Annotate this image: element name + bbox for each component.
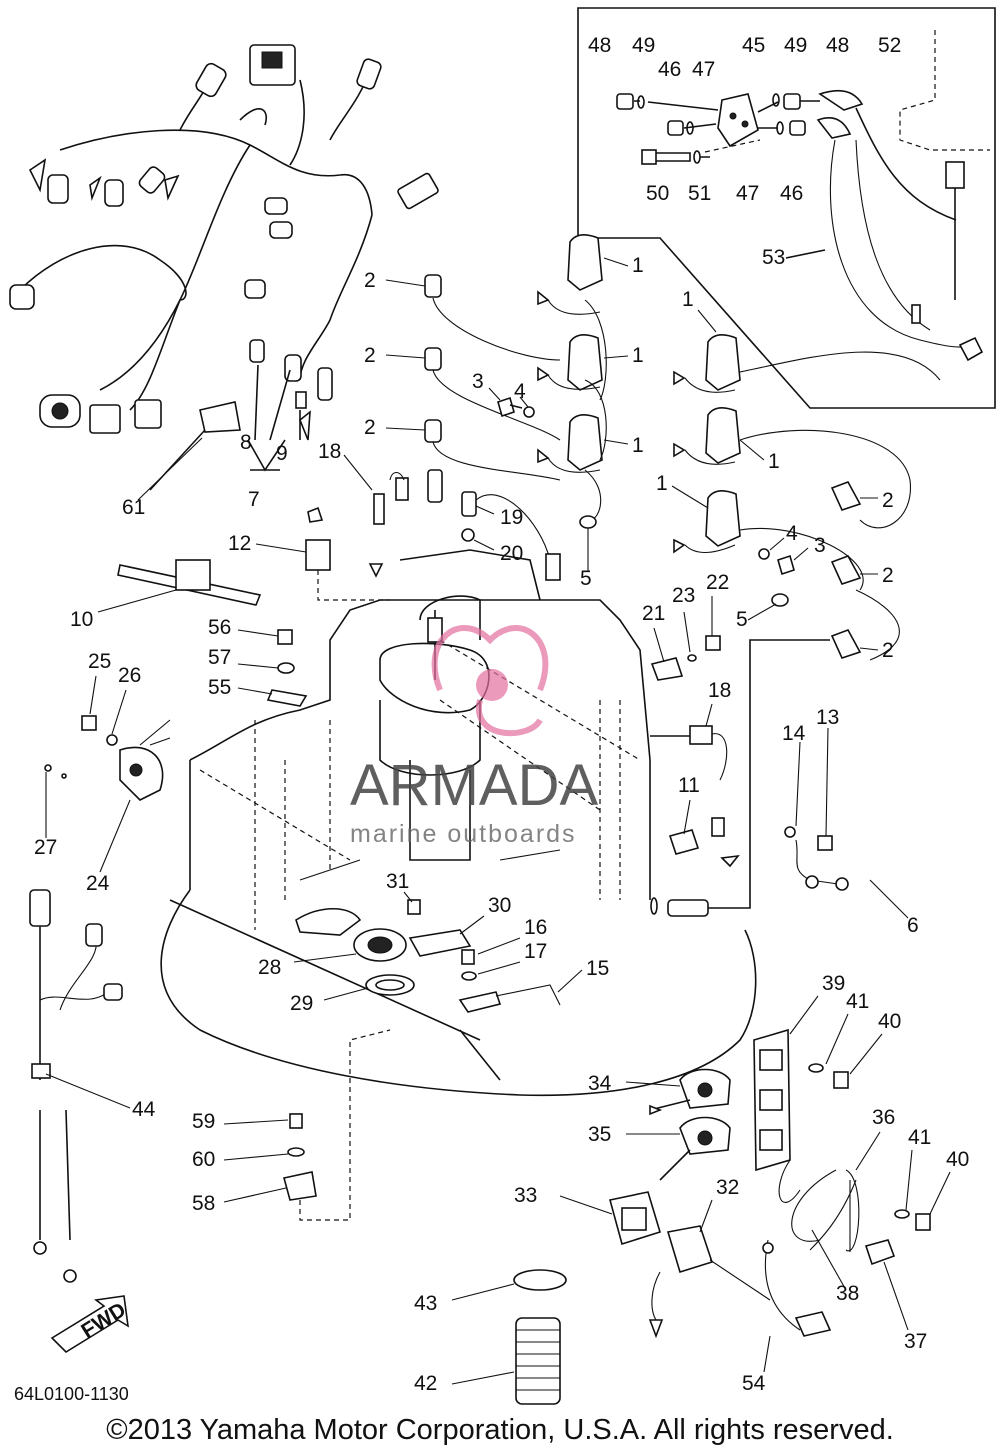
part-label-55: 55 — [208, 676, 231, 699]
part-label-46: 46 — [780, 182, 803, 205]
part-label-40: 40 — [878, 1010, 901, 1033]
part-label-53: 53 — [762, 246, 785, 269]
part-label-1: 1 — [632, 434, 644, 457]
part-label-40: 40 — [946, 1148, 969, 1171]
part-label-23: 23 — [672, 584, 695, 607]
part-label-29: 29 — [290, 992, 313, 1015]
part-label-45: 45 — [742, 34, 765, 57]
watermark-tagline: marine outboards — [350, 820, 577, 848]
part-labels: 1 1 1 1 1 1 2 2 2 2 2 2 3 3 4 4 5 5 6 7 … — [34, 34, 969, 1395]
part-label-57: 57 — [208, 646, 231, 669]
part-label-58: 58 — [192, 1192, 215, 1215]
part-label-2: 2 — [882, 489, 894, 512]
fwd-arrow: FWD — [50, 1295, 130, 1354]
part-label-3: 3 — [814, 534, 826, 557]
part-label-14: 14 — [782, 722, 806, 745]
part-label-17: 17 — [524, 940, 547, 963]
wiring-harness — [9, 44, 439, 491]
part-label-2: 2 — [882, 564, 894, 587]
part-label-16: 16 — [524, 916, 547, 939]
part-label-4: 4 — [514, 380, 526, 403]
part-label-42: 42 — [414, 1372, 437, 1395]
part-label-34: 34 — [588, 1072, 612, 1095]
part-label-18: 18 — [318, 440, 341, 463]
part-label-20: 20 — [500, 542, 523, 565]
part-label-25: 25 — [88, 650, 111, 673]
part-label-54: 54 — [742, 1372, 766, 1395]
watermark-brand: ARMADA — [350, 753, 598, 818]
part-label-28: 28 — [258, 956, 281, 979]
part-label-49: 49 — [632, 34, 655, 57]
part-label-1: 1 — [632, 344, 644, 367]
part-label-5: 5 — [736, 608, 748, 631]
part-label-43: 43 — [414, 1292, 437, 1315]
part-label-46: 46 — [658, 58, 681, 81]
part-label-47: 47 — [736, 182, 759, 205]
part-label-52: 52 — [878, 34, 901, 57]
part-label-41: 41 — [846, 990, 869, 1013]
part-label-1: 1 — [632, 254, 644, 277]
part-label-26: 26 — [118, 664, 141, 687]
part-label-2: 2 — [364, 269, 376, 292]
part-label-7: 7 — [248, 488, 260, 511]
part-label-8: 8 — [240, 431, 252, 454]
engine-body — [160, 549, 757, 1097]
part-label-60: 60 — [192, 1148, 215, 1171]
part-label-33: 33 — [514, 1184, 537, 1207]
part-label-51: 51 — [688, 182, 711, 205]
part-label-9: 9 — [276, 442, 288, 465]
part-label-21: 21 — [642, 602, 665, 625]
leader-lines — [45, 257, 951, 1385]
misc-parts — [44, 469, 849, 1013]
part-label-31: 31 — [386, 870, 409, 893]
part-label-59: 59 — [192, 1110, 215, 1133]
part-label-39: 39 — [822, 972, 845, 995]
part-label-6: 6 — [907, 914, 919, 937]
part-label-38: 38 — [836, 1282, 859, 1305]
part-label-2: 2 — [364, 416, 376, 439]
part-label-44: 44 — [132, 1098, 156, 1121]
part-label-4: 4 — [786, 522, 798, 545]
part-label-37: 37 — [904, 1330, 927, 1353]
part-label-2: 2 — [882, 639, 894, 662]
part-label-48: 48 — [826, 34, 849, 57]
relay-group — [513, 1028, 931, 1405]
part-label-48: 48 — [588, 34, 611, 57]
document-code: 64L0100-1130 — [14, 1384, 129, 1404]
part-label-19: 19 — [500, 506, 523, 529]
part-label-15: 15 — [586, 957, 609, 980]
part-label-27: 27 — [34, 836, 57, 859]
part-label-56: 56 — [208, 616, 231, 639]
part-label-50: 50 — [646, 182, 669, 205]
cable-44-group — [29, 889, 391, 1283]
part-label-1: 1 — [656, 472, 668, 495]
part-label-61: 61 — [122, 496, 145, 519]
part-label-1: 1 — [768, 450, 780, 473]
part-label-11: 11 — [678, 774, 700, 797]
part-label-32: 32 — [716, 1176, 739, 1199]
part-label-2: 2 — [364, 344, 376, 367]
part-label-10: 10 — [70, 608, 93, 631]
part-label-35: 35 — [588, 1123, 611, 1146]
watermark: ARMADA marine outboards — [350, 625, 598, 848]
part-label-1: 1 — [682, 288, 694, 311]
part-label-41: 41 — [908, 1126, 931, 1149]
part-label-13: 13 — [816, 706, 839, 729]
part-label-30: 30 — [488, 894, 511, 917]
part-label-12: 12 — [228, 532, 251, 555]
part-label-49: 49 — [784, 34, 807, 57]
ignition-coils — [424, 234, 941, 661]
part-label-22: 22 — [706, 571, 729, 594]
part-label-3: 3 — [472, 370, 484, 393]
part-label-24: 24 — [86, 872, 110, 895]
part-label-18: 18 — [708, 679, 731, 702]
part-label-5: 5 — [580, 567, 592, 590]
part-label-47: 47 — [692, 58, 715, 81]
inset-detail — [577, 7, 996, 409]
part-label-36: 36 — [872, 1106, 895, 1129]
copyright-notice: ©2013 Yamaha Motor Corporation, U.S.A. A… — [106, 1414, 894, 1446]
